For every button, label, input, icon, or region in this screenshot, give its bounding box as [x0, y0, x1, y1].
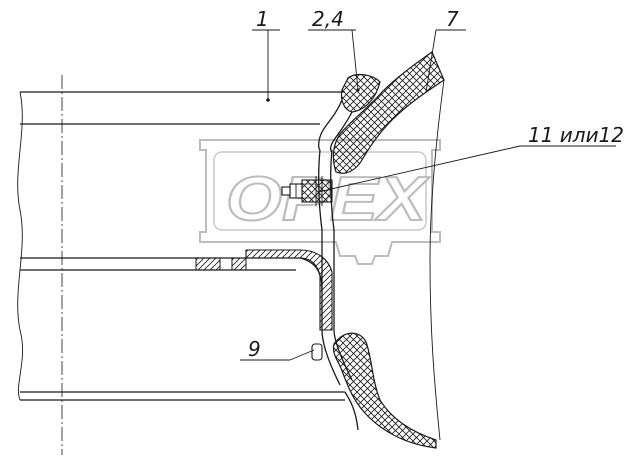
- hub-flange: [195, 249, 333, 331]
- callout-part-9: 9: [248, 337, 261, 361]
- wheel-weight: [311, 343, 323, 361]
- watermark-gear-outline: [199, 139, 441, 265]
- tyre-bead-lower: [332, 332, 437, 449]
- callout-part-2-4: 2,4: [312, 7, 344, 31]
- tyre-sidewall-upper: [429, 79, 445, 441]
- rim-body: [20, 91, 345, 401]
- callout-part-11-12: 11 или12: [528, 123, 624, 147]
- tyre-bead-upper: [332, 51, 445, 174]
- callout-part-1: 1: [256, 7, 269, 31]
- valve-assembly: [281, 176, 333, 206]
- leader-lines: [240, 29, 616, 361]
- lock-ring: [318, 73, 381, 153]
- callout-part-7: 7: [446, 7, 459, 31]
- left-break-line: [17, 91, 23, 401]
